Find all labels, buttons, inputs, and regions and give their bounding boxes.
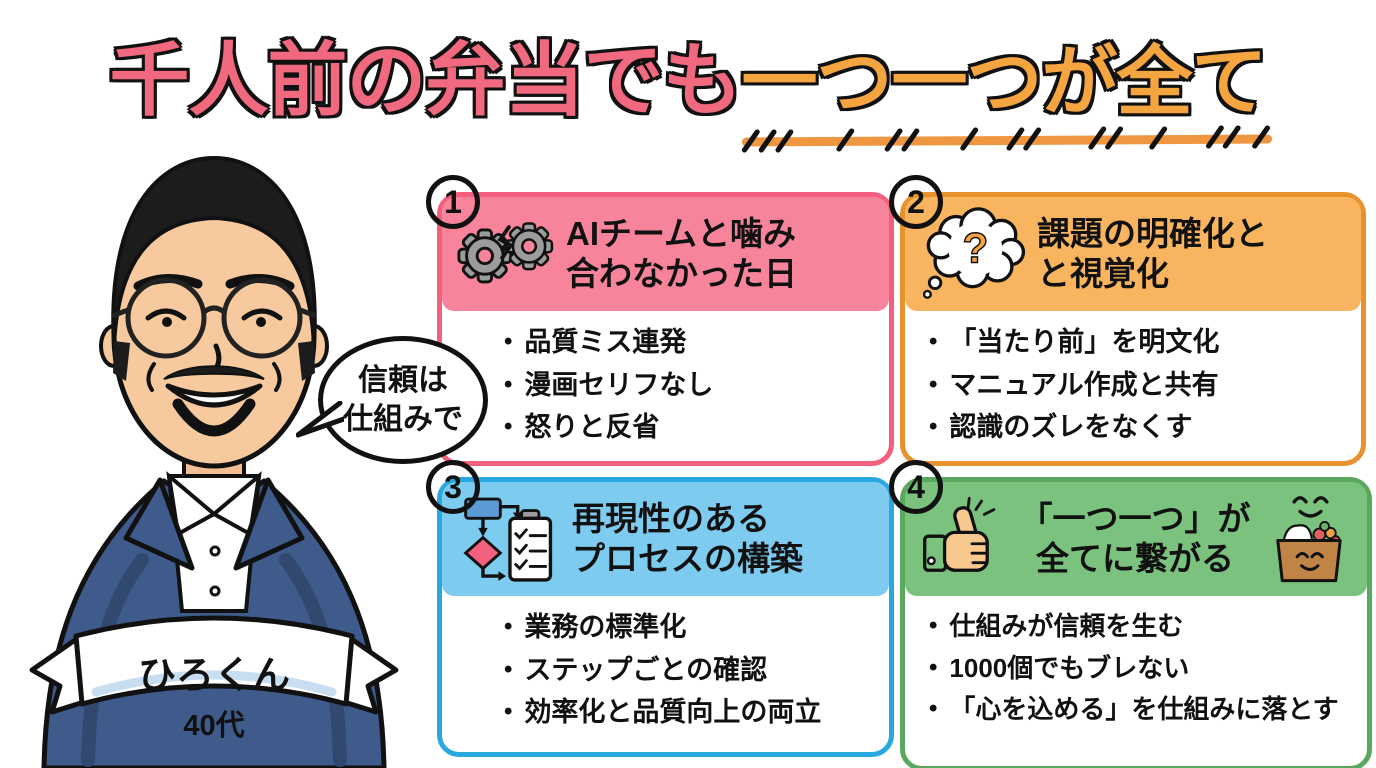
bullet-item: 効率化と品質向上の両立 bbox=[504, 691, 889, 734]
title-orange-segment: 一つ一つが全て bbox=[741, 20, 1272, 153]
card-3: 3 bbox=[426, 460, 894, 757]
card-4: 4 「一つ一つ」が 全てに繋がる bbox=[889, 460, 1372, 768]
bullet-item: 品質ミス連発 bbox=[504, 321, 889, 364]
bullet-item: 「心を込める」を仕組みに落とす bbox=[929, 689, 1367, 731]
name-ribbon bbox=[29, 615, 399, 715]
card-1-title: AIチームと噛み 合わなかった日 bbox=[566, 215, 797, 292]
hand-drawn-underline-icon bbox=[741, 125, 1272, 153]
bullet-item: 認識のズレをなくす bbox=[929, 406, 1361, 449]
card-1-number-badge: 1 bbox=[426, 175, 480, 229]
card-4-header: 「一つ一つ」が 全てに繋がる bbox=[905, 482, 1367, 596]
card-3-header: 再現性のある プロセスの構築 bbox=[442, 482, 889, 596]
portrait-illustration bbox=[29, 156, 399, 768]
bullet-item: マニュアル作成と共有 bbox=[929, 364, 1361, 407]
thought-question-icon: ? bbox=[922, 207, 1026, 299]
card-2-title: 課題の明確化と と視覚化 bbox=[1037, 215, 1268, 292]
title-pink-segment: 千人前の弁当でも bbox=[109, 36, 743, 125]
bullet-item: 1000個でもブレない bbox=[929, 648, 1367, 690]
card-4-body: 仕組みが信頼を生む 1000個でもブレない 「心を込める」を仕組みに落とす bbox=[905, 596, 1367, 731]
card-2-header: ? 課題の明確化と と視覚化 bbox=[905, 197, 1361, 311]
title-orange-text: 一つ一つが全て bbox=[741, 40, 1268, 125]
card-2-body: 「当たり前」を明文化 マニュアル作成と共有 認識のズレをなくす bbox=[905, 311, 1361, 449]
speech-line-1: 信頼は bbox=[358, 364, 448, 397]
page-title: 千人前の弁当でも一つ一つが全て bbox=[0, 16, 1376, 153]
bullet-item: 業務の標準化 bbox=[504, 606, 889, 649]
person-age: 40代 bbox=[183, 710, 245, 742]
glasses bbox=[111, 277, 317, 359]
card-3-title: 再現性のある プロセスの構築 bbox=[572, 500, 803, 577]
bullet-item: 漫画セリフなし bbox=[504, 364, 889, 407]
smiley-bento-icon bbox=[1276, 496, 1342, 583]
bullet-item: 怒りと反省 bbox=[504, 406, 889, 449]
card-3-body: 業務の標準化 ステップごとの確認 効率化と品質向上の両立 bbox=[442, 596, 889, 734]
speech-bubble: 信頼は 仕組みで bbox=[296, 336, 488, 464]
hair bbox=[111, 156, 317, 348]
card-1-body: 品質ミス連発 漫画セリフなし 怒りと反省 bbox=[442, 311, 889, 449]
speech-line-2: 仕組みで bbox=[343, 403, 463, 436]
thumbs-up-icon bbox=[923, 496, 996, 572]
card-4-number-badge: 4 bbox=[889, 460, 943, 514]
broken-gears-icon bbox=[457, 222, 554, 284]
card-2-number-badge: 2 bbox=[889, 175, 943, 229]
card-4-title: 「一つ一つ」が 全てに繋がる bbox=[1019, 500, 1251, 577]
card-1: 1 bbox=[426, 175, 894, 466]
person-name: ひろくん bbox=[137, 655, 290, 697]
bullet-item: ステップごとの確認 bbox=[504, 649, 889, 692]
speech-bubble-tail bbox=[296, 401, 344, 438]
svg-text:?: ? bbox=[962, 225, 988, 272]
bullet-item: 仕組みが信頼を生む bbox=[929, 606, 1367, 648]
card-3-number-badge: 3 bbox=[426, 460, 480, 514]
card-1-header: AIチームと噛み 合わなかった日 bbox=[442, 197, 889, 311]
card-2: 2 ? 課題の明確化と と視覚化 「当たり前」を明文化 マニュア bbox=[889, 175, 1366, 466]
bullet-item: 「当たり前」を明文化 bbox=[929, 321, 1361, 364]
